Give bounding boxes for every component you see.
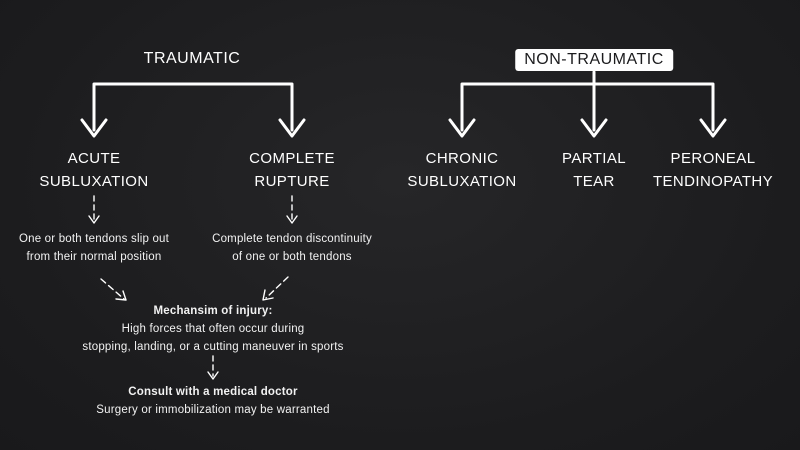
- arrowhead-right-mechanism: [262, 289, 274, 301]
- arrowhead-acute-desc: [88, 215, 100, 224]
- dashed-arrow-right-to-mechanism: [265, 276, 289, 299]
- complete-desc-line2: of one or both tendons: [232, 251, 352, 263]
- peroneal-tendinopathy-line1: PERONEAL: [670, 150, 756, 167]
- consult-line1: Surgery or immobilization may be warrant…: [96, 404, 330, 416]
- arrowhead-complete: [278, 118, 306, 138]
- peroneal-tendinopathy-line2: TENDINOPATHY: [652, 173, 774, 190]
- traumatic-bracket: [92, 82, 294, 132]
- non-traumatic-header: NON-TRAUMATIC: [515, 49, 673, 71]
- chronic-subluxation-line1: CHRONIC: [425, 150, 499, 167]
- arrowhead-peroneal: [699, 118, 727, 138]
- mechanism-of-injury: Mechansim of injury: High forces that of…: [82, 302, 343, 356]
- chronic-subluxation-line2: SUBLUXATION: [407, 173, 517, 190]
- arrowhead-complete-desc: [286, 215, 298, 224]
- mechanism-title: Mechansim of injury:: [153, 305, 273, 317]
- complete-desc-line1: Complete tendon discontinuity: [212, 233, 372, 245]
- consult-doctor: Consult with a medical doctor Surgery or…: [96, 383, 329, 419]
- arrowhead-partial: [580, 118, 608, 138]
- partial-tear-line1: PARTIAL: [562, 150, 626, 167]
- acute-subluxation-node: ACUTE SUBLUXATION: [39, 147, 148, 193]
- consult-title: Consult with a medical doctor: [128, 386, 298, 398]
- arrowhead-acute: [80, 118, 108, 138]
- complete-rupture-description: Complete tendon discontinuity of one or …: [212, 230, 372, 266]
- complete-rupture-line2: RUPTURE: [254, 173, 330, 190]
- partial-tear-line2: TEAR: [573, 173, 615, 190]
- acute-desc-line1: One or both tendons slip out: [18, 233, 170, 245]
- arrowhead-consult: [207, 371, 219, 380]
- acute-subluxation-line1: ACUTE: [67, 150, 121, 167]
- complete-rupture-line1: COMPLETE: [249, 150, 335, 167]
- mechanism-line2: stopping, landing, or a cutting maneuver…: [82, 341, 344, 353]
- acute-subluxation-line2: SUBLUXATION: [39, 173, 149, 190]
- non-traumatic-bracket: [460, 70, 715, 132]
- acute-subluxation-description: One or both tendons slip out from their …: [19, 230, 169, 266]
- chronic-subluxation-node: CHRONIC SUBLUXATION: [407, 147, 516, 193]
- dashed-arrow-left-to-mechanism: [100, 278, 125, 300]
- mechanism-line1: High forces that often occur during: [121, 323, 305, 335]
- traumatic-header: TRAUMATIC: [143, 50, 241, 67]
- arrowhead-left-mechanism: [115, 290, 127, 301]
- arrowhead-chronic: [448, 118, 476, 138]
- peroneal-tendinopathy-node: PERONEAL TENDINOPATHY: [653, 147, 773, 193]
- acute-desc-line2: from their normal position: [26, 251, 162, 263]
- partial-tear-node: PARTIAL TEAR: [562, 147, 626, 193]
- complete-rupture-node: COMPLETE RUPTURE: [249, 147, 335, 193]
